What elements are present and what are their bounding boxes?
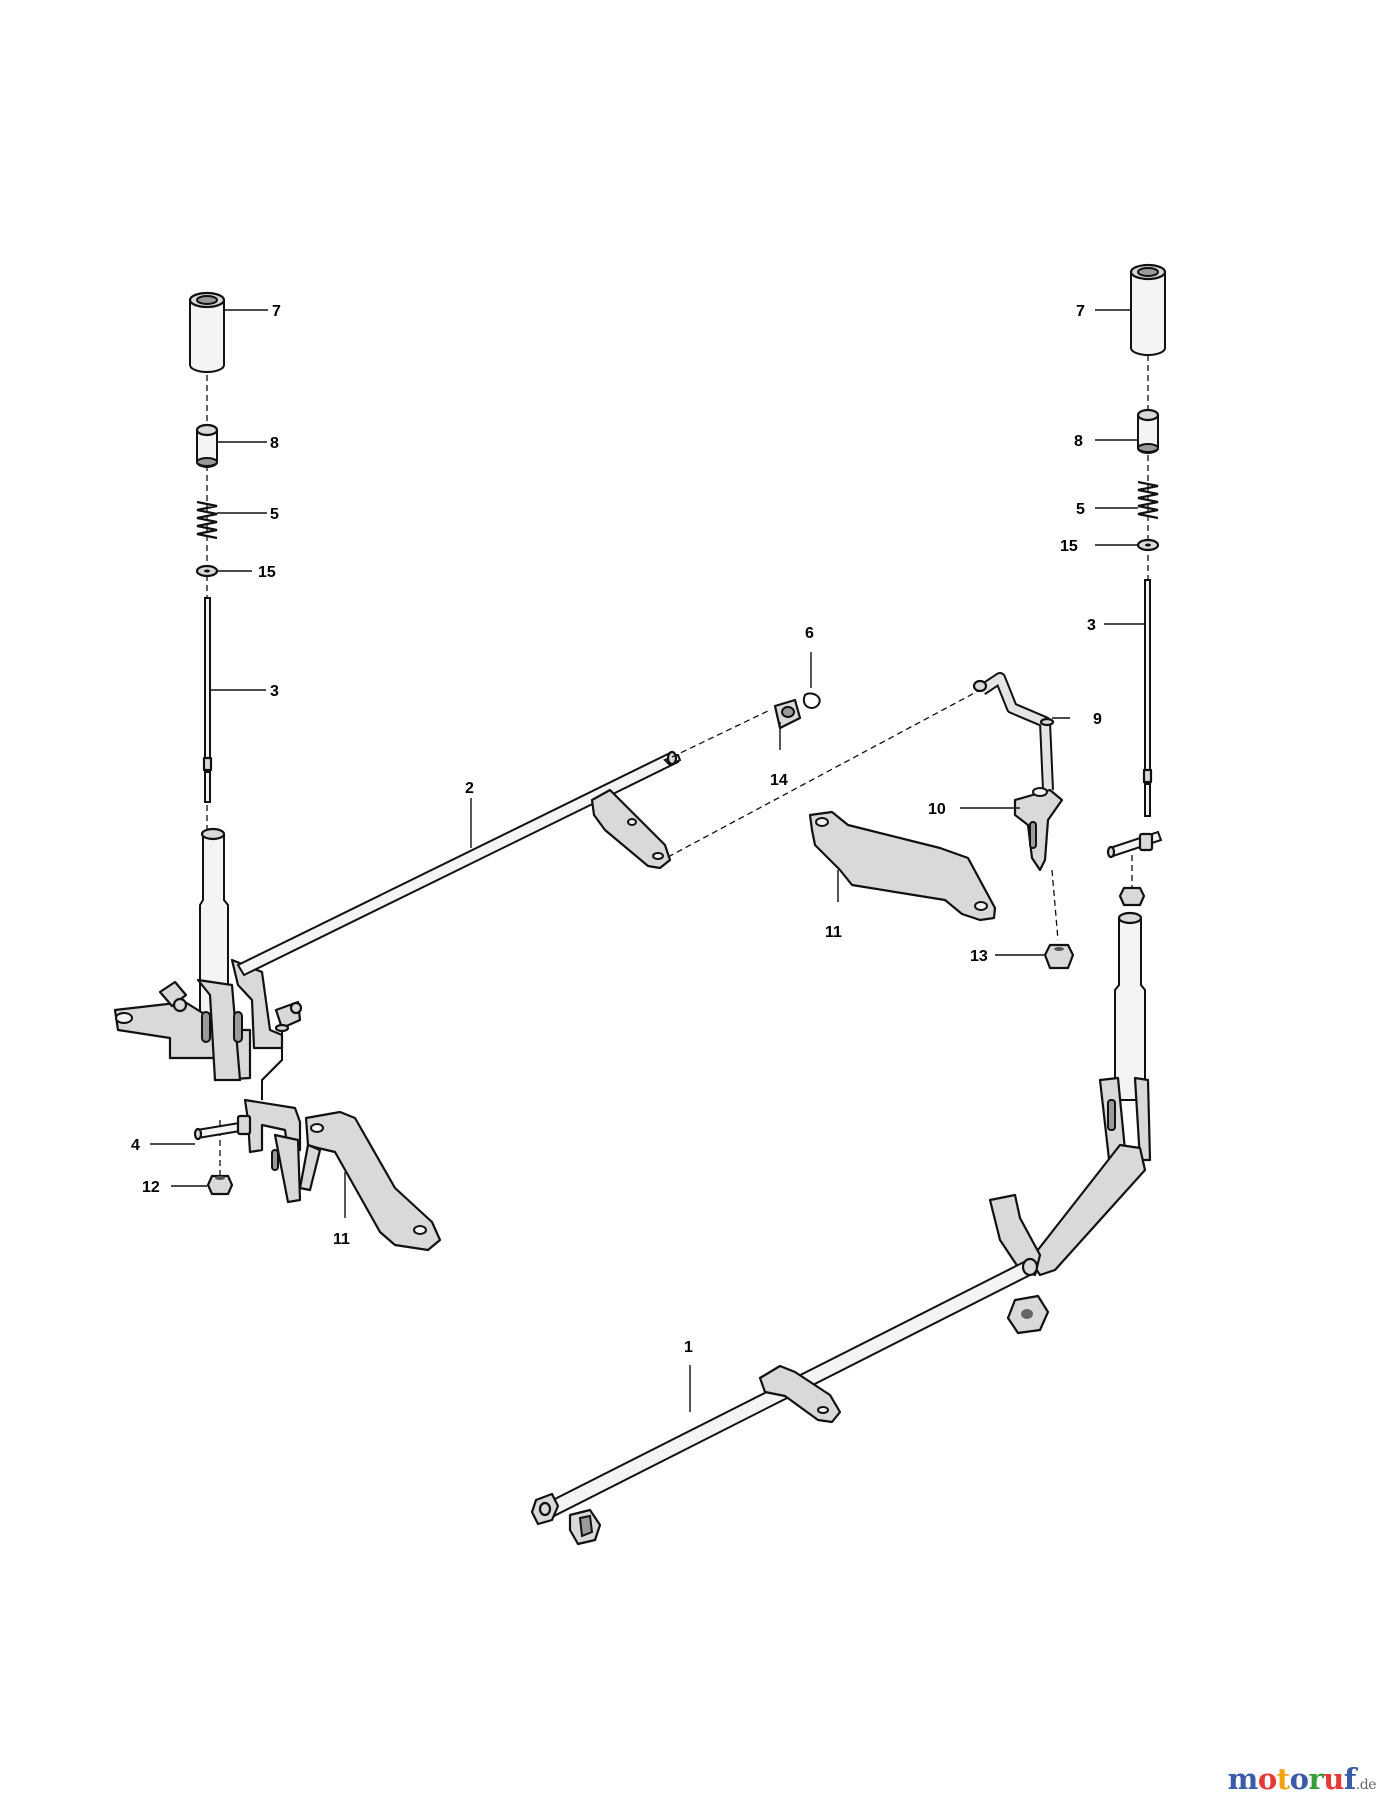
watermark-letter: o (1289, 1762, 1309, 1796)
part-1-lower-shaft (530, 1257, 1039, 1526)
callout-10: 10 (928, 801, 946, 818)
watermark-suffix: .de (1355, 1777, 1377, 1793)
callout-5-right: 5 (1076, 501, 1085, 518)
watermark-letter: m (1227, 1762, 1259, 1796)
part-3-rod-left (202, 597, 213, 803)
callout-7-right: 7 (1076, 303, 1085, 320)
part-14-bushing (773, 698, 802, 730)
leader-lines (150, 309, 1144, 1412)
watermark-letter: u (1323, 1762, 1344, 1796)
part-7-handle-grip-right (1129, 263, 1167, 356)
part-13-nut (1043, 943, 1075, 970)
motoruf-watermark-logo: motoruf.de (1227, 1762, 1377, 1796)
callout-8-right: 8 (1074, 433, 1083, 450)
callout-2: 2 (465, 780, 474, 797)
right-small-nut (1118, 886, 1146, 907)
callout-6: 6 (805, 625, 814, 642)
callout-15-right: 15 (1060, 538, 1078, 555)
part-8-insert-right (1136, 408, 1160, 454)
part-9-bent-rod (972, 672, 1055, 791)
callout-labels: 7 8 5 15 3 2 4 12 11 6 14 9 10 11 13 7 8… (131, 303, 1102, 1356)
watermark-letter: f (1343, 1762, 1356, 1796)
watermark-letters: motoruf (1227, 1762, 1357, 1796)
callout-11-left: 11 (333, 1231, 350, 1248)
left-pivot-bracket (113, 958, 303, 1082)
callout-1: 1 (684, 1339, 693, 1356)
part-6-clip (802, 692, 821, 709)
callout-11-right: 11 (825, 924, 842, 941)
callout-3-left: 3 (270, 683, 279, 700)
watermark-letter: t (1276, 1762, 1290, 1796)
right-lift-assembly (988, 263, 1167, 1335)
left-bent-link (261, 1023, 290, 1100)
part-15-washer-left (195, 564, 219, 578)
callout-14: 14 (770, 772, 788, 789)
lower-bushing (568, 1508, 602, 1546)
part-10-pivot-block (1013, 787, 1064, 872)
part-15-washer-right (1136, 538, 1160, 552)
part-11-lift-arm-right (808, 810, 997, 922)
right-pin (1106, 830, 1163, 859)
callout-9: 9 (1093, 711, 1102, 728)
callout-15-left: 15 (258, 564, 276, 581)
part-5-spring-left (196, 500, 218, 540)
part-7-handle-grip-left (188, 291, 226, 373)
callout-3-right: 3 (1087, 617, 1096, 634)
right-pivot-bracket (988, 1076, 1152, 1277)
part-12-nut-left (206, 1174, 234, 1196)
part-8-insert-left (195, 423, 219, 468)
part-3-rod-right (1142, 579, 1153, 817)
left-pivot-block (243, 1098, 302, 1204)
callout-4: 4 (131, 1137, 140, 1154)
callout-12: 12 (142, 1179, 160, 1196)
part-11-lift-arm-left (298, 1110, 442, 1252)
callout-7-left: 7 (272, 303, 281, 320)
part-2-cross-shaft (236, 750, 682, 977)
right-hex-nut (1006, 1294, 1050, 1335)
part-4-pin-left (193, 1114, 252, 1141)
left-lift-assembly (113, 291, 442, 1252)
callout-13: 13 (970, 948, 988, 965)
watermark-letter: r (1308, 1762, 1324, 1796)
part-5-spring-right (1137, 480, 1159, 520)
right-lift-tube (1114, 911, 1146, 1101)
callout-5-left: 5 (270, 506, 279, 523)
watermark-letter: o (1257, 1762, 1277, 1796)
callout-8-left: 8 (270, 435, 279, 452)
